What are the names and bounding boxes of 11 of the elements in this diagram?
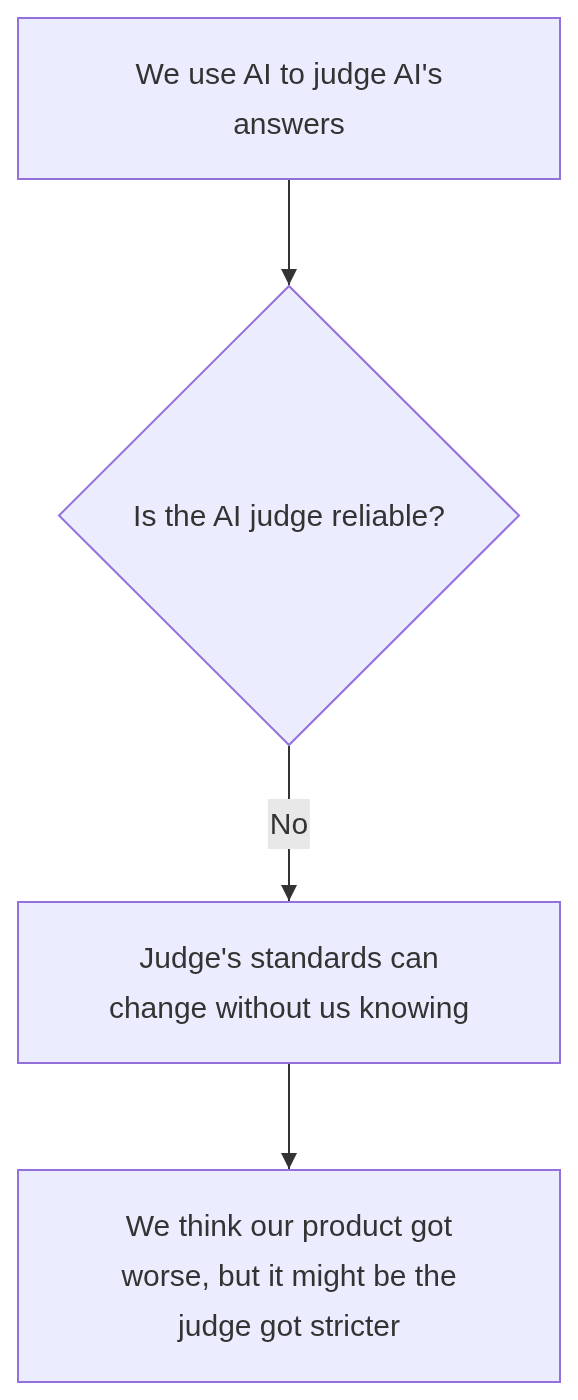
node-text: We think our product got worse, but it might be the judge got stricter	[120, 1208, 458, 1344]
process-box	[17, 901, 561, 1064]
arrow	[281, 179, 297, 286]
decision-diamond	[58, 285, 520, 746]
node-text: Is the AI judge reliable?	[132, 497, 446, 534]
edge-label: No	[267, 798, 311, 849]
process-box	[17, 1169, 561, 1383]
node-text: We use AI to judge AI's answers	[134, 55, 444, 142]
arrow	[281, 1063, 297, 1170]
node-text: Judge's standards can change without us knowing	[107, 939, 471, 1026]
process-box	[17, 17, 561, 180]
